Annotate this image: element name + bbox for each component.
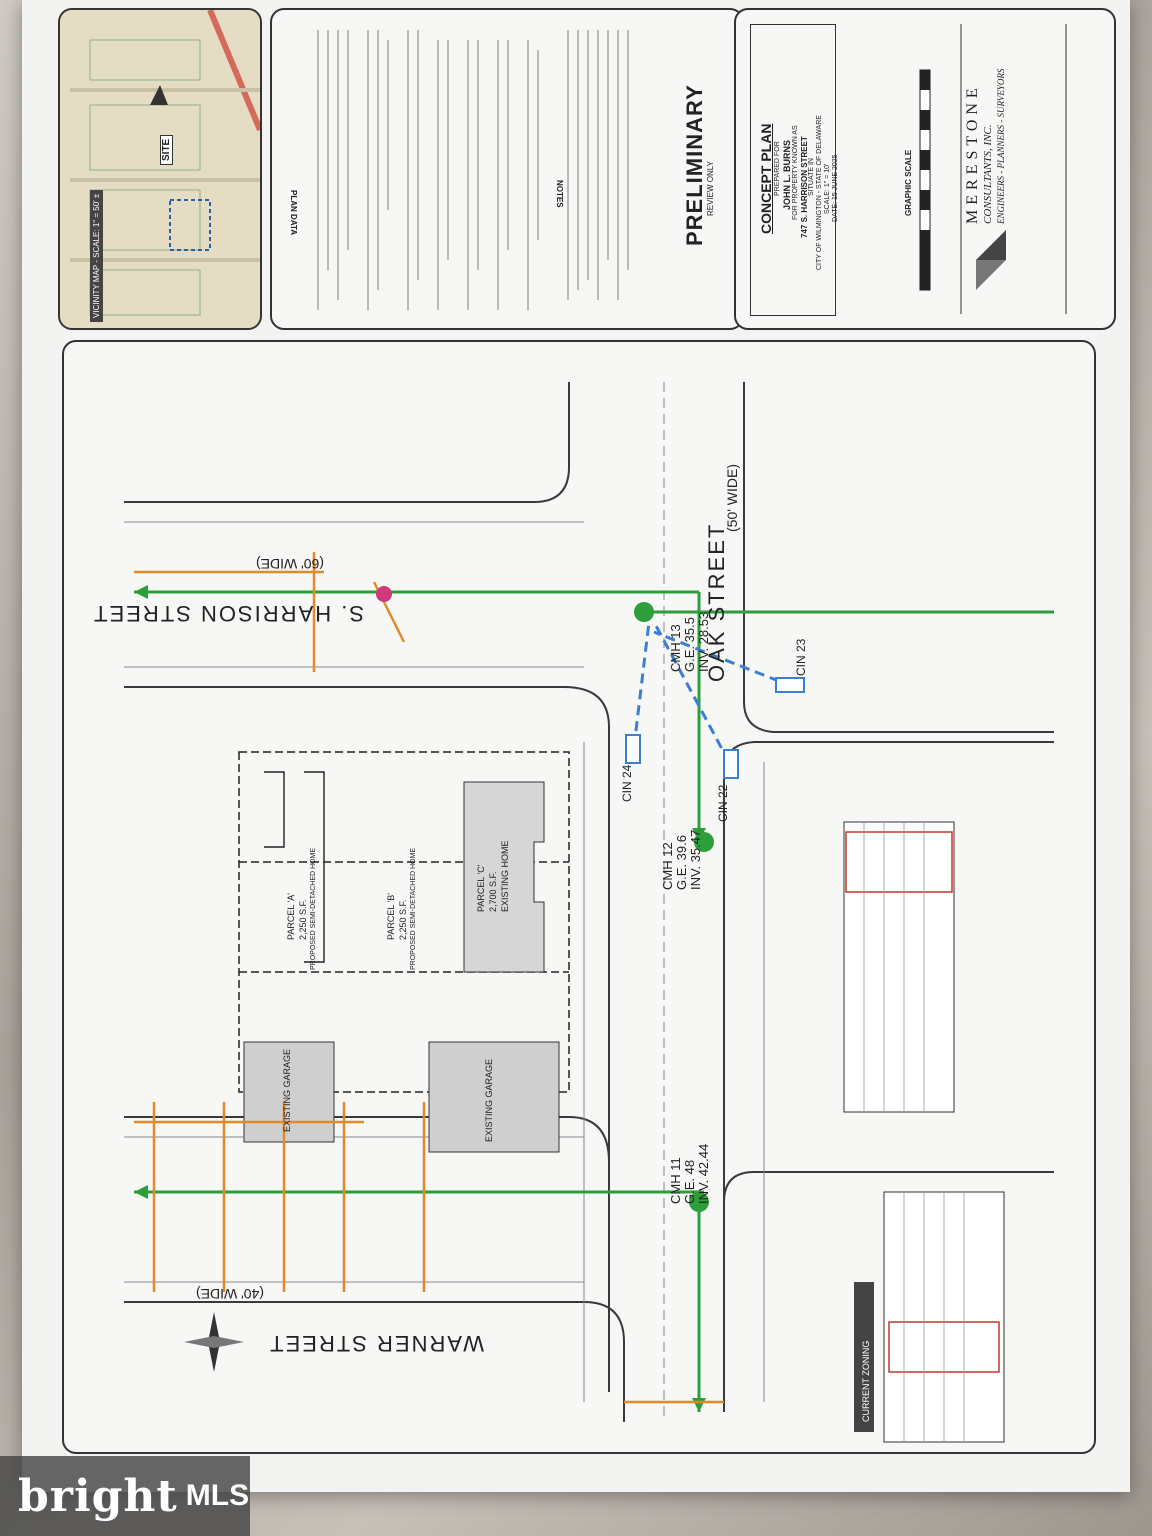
inlet-label: CIN 24 (620, 764, 634, 802)
warner-street-width: (40' WIDE) (195, 1286, 264, 1302)
oak-street-width: (50' WIDE) (724, 463, 740, 532)
manhole-label: CMH 11 (668, 1157, 683, 1204)
parcel-a-name: PARCEL 'A' (286, 893, 296, 940)
manhole-ge: G.E. 39.6 (674, 835, 689, 890)
watermark-brand: bright (18, 1470, 178, 1522)
parcel-c-area: 2,700 S.F. (488, 871, 498, 912)
title-block: CONCEPT PLAN PREPARED FOR JOHN L. BURNS … (734, 8, 1116, 330)
company-name: MERESTONE (964, 83, 981, 224)
concept-plan-box (750, 24, 836, 316)
manhole-label: CMH 12 (660, 842, 675, 890)
parcel-b-note: PROPOSED SEMI-DETACHED HOME (410, 848, 417, 970)
graphic-scale-bar (919, 24, 1067, 314)
company-name-2: CONSULTANTS, INC. (982, 124, 994, 224)
garage-label: EXISTING GARAGE (484, 1058, 494, 1142)
parcel-b-area: 2,250 S.F. (398, 899, 408, 940)
zoning-title: CURRENT ZONING (861, 1340, 871, 1422)
manhole-ge: G.E. 35.5 (682, 617, 697, 672)
harrison-street-label: S. HARRISON STREET (92, 601, 364, 626)
parcel-b-name: PARCEL 'B' (386, 893, 396, 940)
company-services: ENGINEERS - PLANNERS - SURVEYORS (996, 68, 1006, 224)
vicinity-map: VICINITY MAP - SCALE: 1" = 50' ± SITE (58, 8, 262, 330)
north-arrow (184, 1312, 244, 1372)
site-label: SITE (160, 134, 173, 165)
warner-street-label: WARNER STREET (268, 1331, 484, 1356)
garage-label: EXISTING GARAGE (282, 1048, 292, 1132)
watermark-badge: bright MLS (0, 1456, 250, 1536)
watermark-mls: MLS (185, 1479, 250, 1512)
site-plan-drawing (124, 382, 1054, 1443)
harrison-street-width: (60' WIDE) (255, 556, 324, 572)
manhole-inv: INV. 28.53 (696, 611, 711, 672)
parcel-c-name: PARCEL 'C' (476, 864, 486, 912)
parcel-a-note: PROPOSED SEMI-DETACHED HOME (310, 848, 317, 970)
vicinity-map-title: VICINITY MAP - SCALE: 1" = 50' ± (90, 189, 103, 322)
inlet-label: CIN 23 (794, 638, 808, 676)
manhole-ge: G.E. 48 (682, 1159, 697, 1204)
plan-data-text-lines (317, 30, 629, 310)
graphic-scale-label: GRAPHIC SCALE (904, 149, 913, 216)
review-only-label: REVIEW ONLY (706, 161, 715, 216)
preliminary-stamp: PRELIMINARY (682, 84, 707, 246)
plan-sheet: VICINITY MAP - SCALE: 1" = 50' ± SITE PL… (22, 0, 1130, 1492)
parcel-c-note: EXISTING HOME (500, 840, 510, 912)
manhole-inv: INV. 42.44 (696, 1143, 711, 1204)
notes-heading: NOTES (555, 180, 564, 208)
plan-data-panel: PLAN DATA NOTES PRELIMINARY REVIEW ONLY (270, 8, 744, 330)
inlet-label: CIN 22 (716, 784, 730, 822)
manhole-inv: INV. 35.47 (688, 829, 703, 890)
parcel-a-area: 2,250 S.F. (298, 899, 308, 940)
manhole-label: CMH 13 (668, 624, 683, 672)
site-plan: S. HARRISON STREET (60' WIDE) WARNER STR… (62, 340, 1096, 1454)
